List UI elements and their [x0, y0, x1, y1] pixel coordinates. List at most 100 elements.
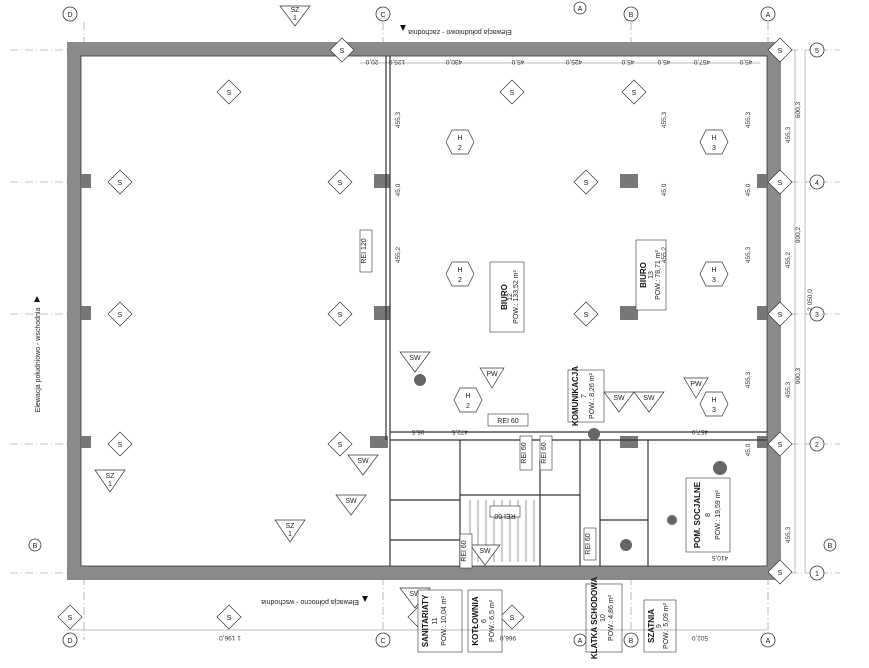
room-name-kotlownia: KOTŁOWNIA	[471, 596, 480, 646]
axis-label-4: 4	[815, 180, 819, 187]
tag-h2-b: H	[457, 267, 462, 274]
room-number-6: 6	[481, 619, 488, 623]
dim-bottom-2: 502,0	[691, 634, 708, 641]
room-area-8: POW.: 19,59 m²	[715, 489, 722, 539]
tag-s4-g: S	[340, 48, 345, 55]
tag-s4-c: S	[632, 90, 637, 97]
room-number-13: 13	[648, 271, 655, 279]
tag-h2-a-num: 2	[458, 145, 462, 152]
fire-label-rei60-d: REI 60	[585, 533, 592, 555]
axis-label-c-bottom: C	[380, 638, 385, 645]
dim-right-0: 600,3	[795, 101, 802, 118]
room-area-9: POW.: 5,09 m²	[663, 602, 670, 649]
section-mark-a-bottom: A	[578, 638, 583, 645]
tag-sw-f: SW	[479, 548, 491, 555]
room-name-pom-socjalne: POM. SOCJALNE	[693, 481, 702, 548]
room-name-szatnia: SZATNIA	[647, 609, 656, 643]
fire-label-rei60-f: REI 60	[541, 442, 548, 464]
room-name-klatka-schodowa: KLATKA SCHODOWA	[590, 577, 599, 659]
dim-inner-14: 45,0	[745, 443, 752, 456]
elevation-bottom-arrow	[362, 596, 368, 602]
dim-inner-6: 455,3	[745, 111, 752, 128]
dim-inner-8: 455,3	[745, 246, 752, 263]
dim-inner-13: 410,5	[711, 554, 728, 561]
tag-sw-d: SW	[357, 458, 369, 465]
fire-label-rei60-e: REI 60	[461, 540, 468, 562]
dim-inner-3: 455,3	[661, 111, 668, 128]
dim-inner-4: 45,0	[661, 183, 668, 196]
dim-inner-2: 45,0	[395, 183, 402, 196]
room-name-biuro-12: BIURO	[500, 284, 509, 310]
room-number-11: 11	[432, 617, 439, 624]
tag-s4-a: S	[227, 90, 232, 97]
tag-sz-left-num: 1	[108, 481, 112, 488]
dim-right-5: 900,3	[795, 367, 802, 384]
tag-sw-c: SW	[643, 395, 655, 402]
dim-top-5: 45,0	[621, 58, 634, 65]
tag-s4-d: S	[778, 180, 783, 187]
section-mark-b-right: B	[828, 543, 833, 550]
axis-label-b-bottom: B	[629, 638, 634, 645]
dim-top-1: 125,0	[388, 58, 405, 65]
diamond-tags	[57, 37, 793, 630]
fire-label-rei60-b: REI 60	[521, 442, 528, 464]
dim-right-6: 455,3	[785, 381, 792, 398]
dim-top-7: 457,0	[693, 58, 710, 65]
tag-s4-k: S	[510, 615, 515, 622]
axis-label-1: 1	[815, 571, 819, 578]
equipment-markers	[414, 374, 727, 551]
dim-inner-1: 455,2	[395, 246, 402, 263]
section-mark-b-left: B	[33, 543, 38, 550]
room-number-8: 8	[705, 513, 712, 517]
dim-top-8: 45,0	[739, 58, 752, 65]
tag-s1-b: S	[584, 312, 589, 319]
axis-label-d-top: D	[67, 12, 72, 19]
tag-h3-b-num: 3	[712, 277, 716, 284]
tag-s4-j: S	[227, 615, 232, 622]
room-area-10: POW.: 4,86 m²	[608, 594, 615, 641]
room-area-6: POW.: 6,5 m²	[489, 599, 496, 642]
room-area-7: POW.: 8,26 m²	[589, 372, 596, 419]
room-area-11: POW.: 10,04 m²	[441, 595, 448, 645]
section-markers	[28, 1, 837, 647]
outer-walls	[67, 42, 781, 580]
tag-s4-f: S	[778, 442, 783, 449]
dim-right-4: 455,2	[785, 251, 792, 268]
fire-label-boxes	[359, 229, 597, 569]
axis-label-c-top: C	[380, 12, 385, 19]
tag-s2-b: S	[338, 312, 343, 319]
axis-label-5: 5	[815, 48, 819, 55]
partitions	[385, 56, 767, 566]
dim-bottom-0: 1 196,0	[219, 634, 241, 641]
tag-h3-b: H	[711, 267, 716, 274]
room-label-boxes	[417, 239, 731, 653]
dim-inner-10: 472,5	[451, 428, 468, 435]
dim-inner-12: 457,0	[691, 428, 708, 435]
tag-sw-g: SW	[409, 591, 421, 598]
dim-right-2: 900,2	[795, 226, 802, 243]
tag-sw-b: SW	[613, 395, 625, 402]
tag-sz-top: SZ	[291, 7, 301, 14]
dim-inner-9: 455,3	[745, 371, 752, 388]
axis-label-2: 2	[815, 442, 819, 449]
h-tags	[445, 129, 729, 417]
columns	[81, 174, 767, 448]
dim-top-6: 45,0	[657, 58, 670, 65]
section-mark-a-top: A	[578, 6, 583, 13]
tag-s4-l: S	[68, 615, 73, 622]
tag-s3-a: S	[118, 180, 123, 187]
tag-s2-a: S	[338, 180, 343, 187]
dim-top-3: 45,0	[511, 58, 524, 65]
dim-right-3: 2 050,0	[807, 289, 814, 311]
tag-pw-b: PW	[690, 381, 702, 388]
tag-h2-c-num: 2	[466, 403, 470, 410]
dim-top-4: 425,0	[565, 58, 582, 65]
elevation-left-label: Elewacja południowo - wschodnia	[35, 308, 42, 413]
dim-top-2: 430,0	[445, 58, 462, 65]
room-number-7: 7	[581, 394, 588, 398]
axis-label-a-bottom: A	[766, 638, 771, 645]
tag-h2-a: H	[457, 135, 462, 142]
tag-s3-c: S	[118, 442, 123, 449]
tag-s2-c: S	[338, 442, 343, 449]
